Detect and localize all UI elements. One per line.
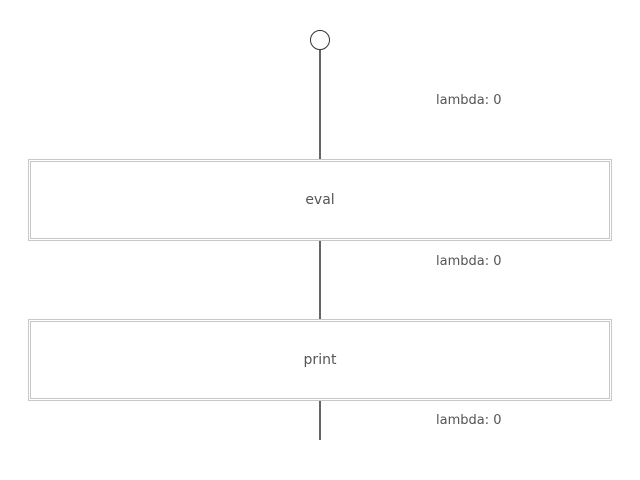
edge-label-start-to-eval: lambda: 0: [436, 93, 502, 108]
eval-node[interactable]: eval: [28, 159, 612, 241]
print-node-label: print: [303, 352, 337, 368]
eval-node-label: eval: [305, 192, 335, 208]
print-node[interactable]: print: [28, 319, 612, 401]
edge-label-print-to-end: lambda: 0: [436, 413, 502, 428]
start-node-circle: [310, 30, 330, 50]
edge-label-eval-to-print: lambda: 0: [436, 254, 502, 269]
